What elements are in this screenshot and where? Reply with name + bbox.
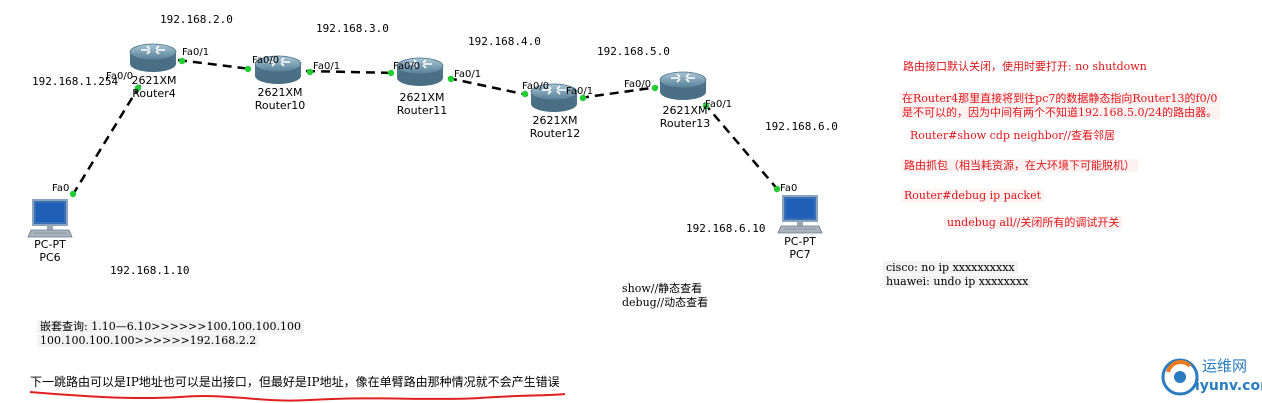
note-debug: Router#debug ip packet bbox=[901, 189, 1045, 202]
device-model: 2621XM bbox=[532, 114, 578, 127]
router-icon[interactable] bbox=[129, 43, 177, 73]
device-name: Router11 bbox=[396, 104, 448, 117]
device-name: PC6 bbox=[39, 251, 61, 264]
device-name: Router12 bbox=[529, 127, 581, 140]
pc-icon[interactable] bbox=[27, 199, 73, 238]
device-name: PC7 bbox=[789, 248, 811, 261]
network-label: 192.168.1.10 bbox=[110, 264, 190, 277]
port-dots bbox=[69, 57, 781, 198]
port-dot bbox=[178, 57, 186, 65]
note-static-route-2: 是不可以的，因为中间有两个不知道192.168.5.0/24的路由器。 bbox=[899, 106, 1221, 119]
note-cdp: Router#show cdp neighbor//查看邻居 bbox=[910, 129, 1115, 142]
port-label: Fa0/0 bbox=[522, 81, 550, 92]
port-dot bbox=[521, 90, 529, 98]
note-shutdown: 路由接口默认关闭，使用时要打开: no shutdown bbox=[903, 60, 1147, 73]
note-huawei: huawei: undo ip xxxxxxxx bbox=[883, 275, 1032, 288]
device-model: PC-PT bbox=[784, 235, 816, 248]
port-label: Fa0/0 bbox=[106, 71, 134, 82]
port-label: Fa0/0 bbox=[393, 61, 421, 72]
device-model: 2621XM bbox=[257, 86, 303, 99]
port-dot bbox=[651, 84, 659, 92]
network-label: 192.168.4.0 bbox=[468, 35, 541, 48]
port-dot bbox=[447, 75, 455, 83]
port-dot bbox=[69, 190, 77, 198]
device-model: 2621XM bbox=[399, 91, 445, 104]
note-next-hop: 下一跳路由可以是IP地址也可以是出接口，但最好是IP地址，像在单臂路由那种情况就… bbox=[30, 375, 560, 389]
note-debug-dynamic: debug//动态查看 bbox=[622, 296, 709, 309]
port-dot bbox=[306, 68, 314, 76]
port-label: Fa0/1 bbox=[313, 61, 341, 72]
network-label: 192.168.6.0 bbox=[765, 120, 838, 133]
device-name: Router10 bbox=[254, 99, 306, 112]
port-dot bbox=[244, 65, 252, 73]
port-dot bbox=[773, 185, 781, 193]
link-r13-pc7[interactable] bbox=[703, 102, 780, 192]
port-dot bbox=[387, 69, 395, 77]
watermark-logo-icon bbox=[1161, 358, 1199, 396]
link-r12-r13[interactable] bbox=[579, 85, 659, 100]
watermark-url: iyunv.com bbox=[1195, 378, 1262, 394]
device-model: 2621XM bbox=[131, 74, 177, 87]
network-label: 192.168.3.0 bbox=[316, 22, 389, 35]
pc-icon[interactable] bbox=[777, 195, 823, 234]
network-label: 192.168.6.10 bbox=[686, 222, 766, 235]
link-r11-r12[interactable] bbox=[447, 76, 529, 97]
device-model: 2621XM bbox=[662, 104, 708, 117]
port-label: Fa0/1 bbox=[705, 99, 733, 110]
port-dot bbox=[134, 84, 142, 92]
port-label: Fa0/0 bbox=[624, 79, 652, 90]
port-label: Fa0/1 bbox=[182, 47, 210, 58]
router-icon[interactable] bbox=[659, 71, 707, 101]
device-model: PC-PT bbox=[34, 238, 66, 251]
note-static-route-1: 在Router4那里直接将到往pc7的数据静态指向Router13的f0/0 bbox=[899, 92, 1221, 105]
device-name: Router13 bbox=[659, 117, 711, 130]
network-label: 192.168.2.0 bbox=[160, 13, 233, 26]
network-label: 192.168.1.254 bbox=[32, 75, 119, 88]
note-show: show//静态查看 bbox=[622, 282, 703, 295]
port-label: Fa0/0 bbox=[252, 55, 280, 66]
device-name: Router4 bbox=[132, 87, 176, 100]
port-dot bbox=[702, 102, 710, 110]
note-capture: 路由抓包（相当耗资源，在大环境下可能脱机） bbox=[901, 159, 1138, 172]
port-label: Fa0 bbox=[780, 183, 798, 194]
port-label: Fa0/1 bbox=[454, 69, 482, 80]
red-underline bbox=[29, 391, 566, 402]
link-r4-pc6[interactable] bbox=[70, 84, 142, 197]
note-nested-1: 嵌套查询: 1.10—6.10>>>>>>100.100.100.100 bbox=[37, 320, 304, 333]
note-undebug: undebug all//关闭所有的调试开关 bbox=[944, 216, 1123, 229]
port-label: Fa0/1 bbox=[566, 86, 594, 97]
port-label: Fa0 bbox=[52, 183, 70, 194]
links bbox=[70, 58, 780, 197]
note-cisco: cisco: no ip xxxxxxxxxx bbox=[883, 261, 1018, 274]
port-dot bbox=[579, 94, 587, 102]
watermark-cn: 运维网 bbox=[1202, 357, 1248, 375]
link-r4-r10[interactable] bbox=[177, 58, 252, 71]
network-label: 192.168.5.0 bbox=[597, 45, 670, 58]
note-nested-2: 100.100.100.100>>>>>>192.168.2.2 bbox=[37, 334, 260, 347]
